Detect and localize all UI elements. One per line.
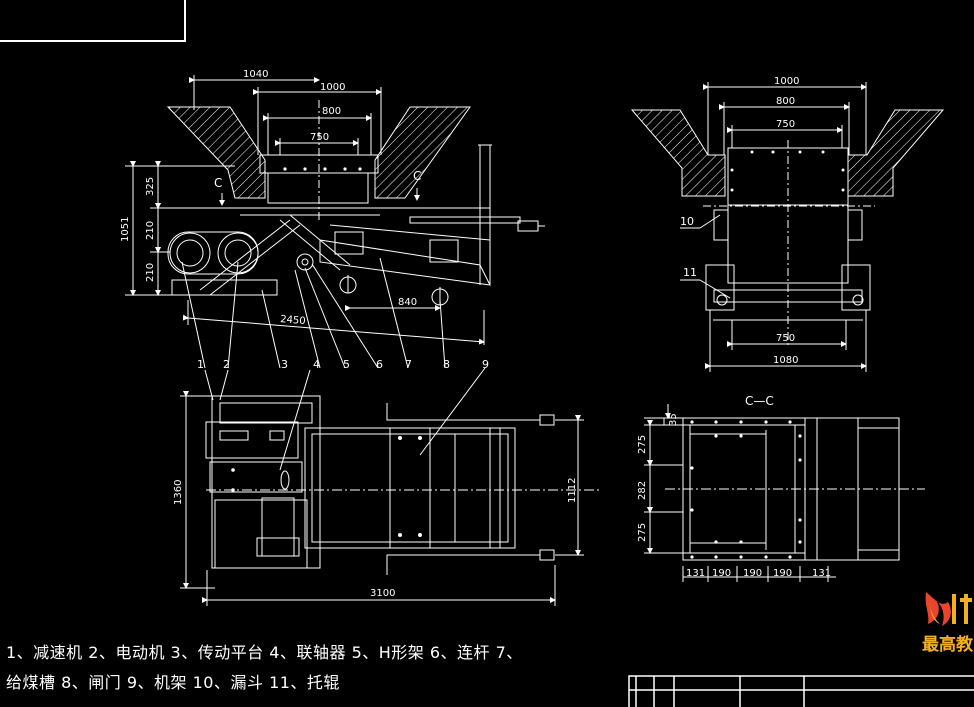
plan-dim-1112: 1112 [567, 478, 578, 503]
side-dim-750: 750 [776, 119, 795, 130]
part-label-5: 5 [343, 358, 350, 371]
plan-view [180, 369, 600, 606]
section-title: C—C [745, 394, 774, 408]
side-view [630, 82, 945, 372]
dim-750: 750 [310, 132, 329, 143]
part-label-3: 3 [281, 358, 288, 371]
part-label-7: 7 [405, 358, 412, 371]
title-block-top [0, 0, 186, 42]
side-dim-1000: 1000 [774, 76, 799, 87]
plan-dim-1360: 1360 [173, 480, 184, 505]
dim-1040: 1040 [243, 69, 268, 80]
side-view-texts: 1000 800 750 750 1080 10 11 [680, 76, 799, 366]
dim-325: 325 [145, 177, 156, 196]
parts-legend-line2: 给煤槽 8、闸门 9、机架 10、漏斗 11、托辊 [6, 673, 340, 692]
section-mark-c-right: C [413, 169, 421, 183]
plan-view-texts: 1360 1112 3100 [173, 478, 578, 599]
dim-1000: 1000 [320, 82, 345, 93]
sect-dim-282: 282 [637, 481, 648, 500]
sect-dim-190a: 190 [712, 568, 731, 579]
dim-840: 840 [398, 297, 417, 308]
front-view [125, 75, 545, 456]
part-label-1: 1 [197, 358, 204, 371]
sect-dim-190c: 190 [773, 568, 792, 579]
side-dim-750b: 750 [776, 333, 795, 344]
part-label-8: 8 [443, 358, 450, 371]
part-label-10: 10 [680, 215, 694, 228]
sect-dim-35: 35 [668, 413, 679, 426]
side-dim-800: 800 [776, 96, 795, 107]
part-label-11: 11 [683, 266, 697, 279]
sect-dim-131b: 131 [812, 568, 831, 579]
dim-800: 800 [322, 106, 341, 117]
title-block-bottom [628, 675, 974, 707]
part-label-4: 4 [313, 358, 320, 371]
watermark-text: 最高教 [922, 635, 973, 655]
sect-dim-275b: 275 [637, 523, 648, 542]
section-view [644, 404, 925, 582]
section-view-texts: C—C 35 275 282 275 131 190 190 190 131 [637, 394, 831, 579]
side-dim-1080: 1080 [773, 355, 798, 366]
dim-210a: 210 [145, 221, 156, 240]
part-label-2: 2 [223, 358, 230, 371]
front-view-texts: 1040 1000 800 750 1051 325 210 210 2450 … [120, 69, 489, 371]
sect-dim-190b: 190 [743, 568, 762, 579]
flame-logo-icon [925, 592, 972, 626]
part-label-6: 6 [376, 358, 383, 371]
dim-2450: 2450 [280, 314, 306, 327]
sect-dim-275a: 275 [637, 435, 648, 454]
section-mark-c-left: C [214, 176, 222, 190]
part-label-9: 9 [482, 358, 489, 371]
dim-210b: 210 [145, 263, 156, 282]
parts-legend-line1: 1、减速机 2、电动机 3、传动平台 4、联轴器 5、H形架 6、连杆 7、 [6, 643, 523, 662]
dim-1051: 1051 [120, 217, 131, 242]
plan-dim-3100: 3100 [370, 588, 395, 599]
sect-dim-131a: 131 [686, 568, 705, 579]
